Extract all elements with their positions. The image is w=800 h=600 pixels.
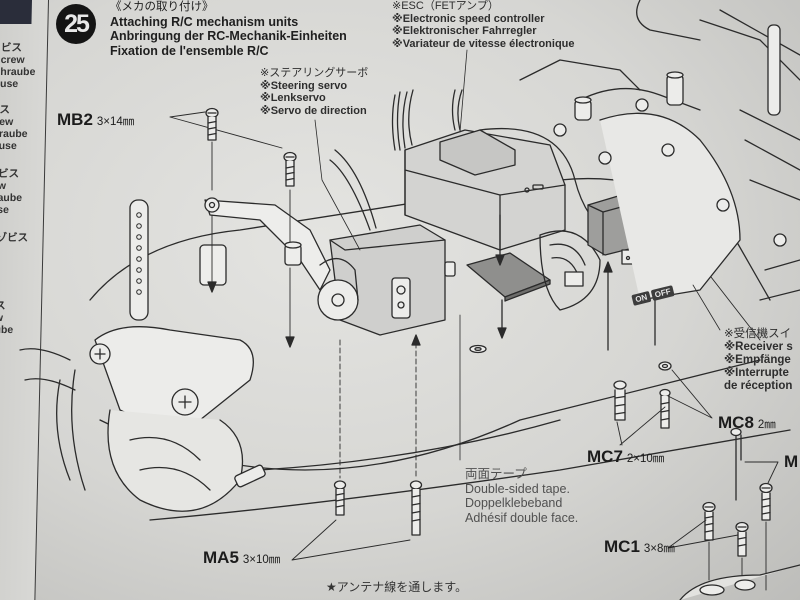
servo-de: ※Lenkservo [260, 92, 326, 104]
part-code: MB2 [57, 110, 93, 129]
title-de: Anbringung der RC-Mechanik-Einheiten [110, 29, 347, 43]
part-code: MC1 [604, 537, 640, 556]
screw-ma5 [291, 334, 423, 561]
tape-en: Double-sided tape. [465, 481, 570, 496]
title-jp: 《メカの取り付け》 [110, 1, 214, 13]
part-size: 2㎜ [757, 419, 776, 431]
servo-en: ※Steering servo [260, 79, 348, 92]
receiver-fr: ※Interrupte [724, 367, 789, 379]
motor-gear [539, 230, 601, 311]
front-suspension [19, 199, 266, 512]
esc-jp: ※ESC（FETアンプ） [392, 0, 499, 12]
rear-gearbox [519, 0, 800, 301]
esc-en: ※Electronic speed controller [392, 12, 545, 25]
receiver-de: ※Empfänge [724, 354, 791, 366]
esc-de: ※Elektronischer Fahrregler [392, 25, 537, 37]
part-code: MC8 [718, 413, 754, 432]
receiver-jp: ※受信機スイ [724, 328, 792, 340]
part-size: 3×8㎜ [643, 543, 675, 555]
part-size: 3×14㎜ [96, 116, 135, 128]
receiver-fr2: de réception [724, 380, 793, 392]
steering-linkage [199, 197, 331, 291]
part-code: MA5 [203, 548, 239, 567]
steering-servo [317, 224, 456, 336]
screw-mc7-mc8 [613, 361, 713, 446]
screw-mc1 [667, 427, 800, 600]
part-size: 3×10㎜ [242, 554, 281, 566]
servo-fr: ※Servo de direction [260, 104, 367, 117]
step-number-badge: 25 [56, 4, 96, 44]
esc-fr: ※Variateur de vitesse électronique [392, 37, 575, 50]
part-code: M [784, 452, 799, 471]
receiver-en: ※Receiver s [724, 341, 793, 353]
receiver-switch-callout: ※受信機スイ ※Receiver s ※Empfänge ※Interrupte… [724, 328, 793, 393]
part-label-partial: M [784, 452, 798, 472]
step-number: 25 [64, 9, 90, 38]
antenna-note: ★アンテナ線を通します。 [326, 580, 468, 594]
tape-jp: 両面テープ [465, 467, 527, 481]
tape-callout: 両面テープ Double-sided tape. Doppelklebeband… [465, 467, 578, 525]
esc-callout: ※ESC（FETアンプ） ※Electronic speed controlle… [392, 0, 575, 50]
title-en: Attaching R/C mechanism units [110, 14, 299, 29]
callout-leaders [314, 49, 721, 461]
servo-callout: ※ステアリングサーボ ※Steering servo ※Lenkservo ※S… [260, 67, 368, 117]
title-fr: Fixation de l'ensemble R/C [110, 43, 269, 58]
esc-unit [329, 89, 591, 251]
part-size: 2×10㎜ [626, 453, 665, 465]
step-title: 《メカの取り付け》 Attaching R/C mechanism units … [110, 0, 347, 58]
part-code: MC7 [587, 447, 623, 466]
tape-de: Doppelklebeband [465, 496, 563, 510]
screw-mb2 [169, 107, 297, 348]
tape-fr: Adhésif double face. [465, 510, 579, 525]
servo-jp: ※ステアリングサーボ [260, 67, 369, 79]
double-sided-tape [466, 214, 551, 354]
